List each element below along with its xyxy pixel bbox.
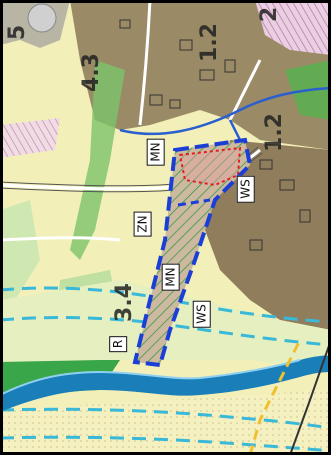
dotted-area-bottom xyxy=(0,390,331,455)
green-area-left xyxy=(0,200,40,300)
pink-hatch-left xyxy=(0,118,60,158)
plan-boundary-inner xyxy=(177,198,211,207)
plan-boundary xyxy=(132,137,253,368)
urban-area-right xyxy=(205,140,331,330)
zone-label-zn[interactable]: ZN xyxy=(133,211,152,237)
zone-label-r[interactable]: R xyxy=(109,335,128,353)
pink-hatch-area xyxy=(255,0,331,55)
plan-number-3-4: 3.4 xyxy=(111,283,137,322)
red-hatch-cell xyxy=(178,146,242,187)
streams xyxy=(119,86,331,141)
plan-area-hatched xyxy=(135,140,250,365)
green-corridor xyxy=(70,60,125,260)
plan-number-1-2-right: 1.2 xyxy=(261,113,287,152)
zone-label-ws-center[interactable]: WS xyxy=(192,300,211,328)
plan-number-top-left: 5 xyxy=(5,24,31,41)
buildings xyxy=(119,19,311,251)
river-edge xyxy=(0,359,301,396)
river xyxy=(0,355,331,412)
zone-label-mn-upper[interactable]: MN xyxy=(146,138,165,166)
flood-lines xyxy=(0,286,331,453)
rail-line xyxy=(289,339,331,455)
orange-line xyxy=(248,339,302,455)
zone-label-ws-right[interactable]: WS xyxy=(236,175,255,203)
plan-number-4-3: 4.3 xyxy=(78,53,104,92)
plan-number-1-2: 1.2 xyxy=(196,23,222,62)
plan-number-top-right: 2 xyxy=(257,6,283,23)
roundabout xyxy=(27,3,57,33)
zone-label-mn-center[interactable]: MN xyxy=(161,263,180,291)
